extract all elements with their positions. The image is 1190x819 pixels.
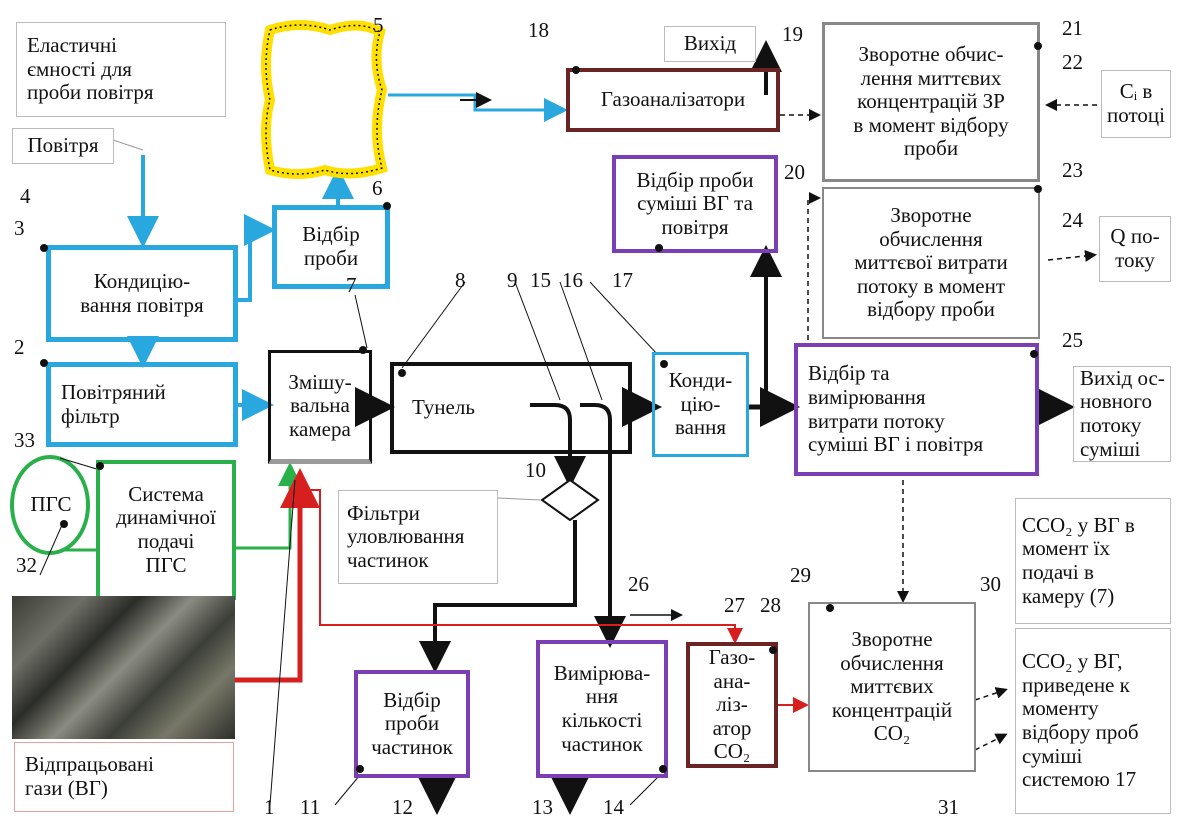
inverse-concentration-box: Зворотне обчис- лення миттєвих концентра…	[822, 22, 1040, 182]
node-dot	[1034, 42, 1042, 50]
ref-30: 30	[980, 572, 1001, 596]
ref-1: 1	[264, 795, 275, 819]
mixing-chamber-box: Змішу- вальна камера	[268, 350, 372, 464]
ref-5: 5	[373, 13, 384, 37]
ref-22: 22	[1062, 50, 1083, 74]
ref-18: 18	[528, 18, 549, 42]
ref-10: 10	[525, 458, 546, 482]
air-label: Повітря	[12, 128, 114, 164]
ref-4: 4	[20, 184, 31, 208]
ci-label: Cᵢ в потоці	[1101, 70, 1171, 138]
ref-19: 19	[782, 22, 803, 46]
ref-8: 8	[455, 268, 466, 292]
ref-17: 17	[612, 268, 633, 292]
node-dot	[383, 202, 391, 210]
node-dot	[655, 244, 663, 252]
exhaust-engine-photo	[12, 596, 235, 739]
sampling-box: Відбір проби	[272, 205, 390, 289]
exhaust-label: Відпрацьовані гази (ВГ)	[14, 742, 234, 812]
ref-21: 21	[1062, 16, 1083, 40]
ref-3: 3	[14, 216, 25, 240]
gas-analyzers-box: Газоаналізатори	[566, 68, 780, 132]
dynamic-pgs-box: Система динамічної подачі ПГС	[96, 460, 236, 600]
q-label: Q по- току	[1099, 216, 1171, 282]
air-conditioning-box: Кондицію- вання повітря	[46, 245, 238, 342]
ref-29: 29	[790, 563, 811, 587]
inverse-co2-box: Зворотне обчислення миттєвих концентраці…	[808, 602, 976, 772]
cco2-30-label: CCO₂ у ВГ в момент їх подачі в камеру (7…	[1015, 498, 1171, 624]
inverse-flow-box: Зворотне обчислення миттєвої витрати пот…	[822, 187, 1040, 339]
ref-7: 7	[346, 273, 357, 297]
pgs-label: ПГС	[30, 492, 72, 517]
co2-analyzer-box: Газо- ана- ліз- атор CO₂	[686, 642, 778, 768]
node-dot	[572, 66, 580, 74]
ref-33: 33	[14, 428, 35, 452]
node-dot	[1030, 350, 1038, 358]
ref-13: 13	[532, 795, 553, 819]
ref-26: 26	[628, 572, 649, 596]
ref-31: 31	[938, 795, 959, 819]
flow-measure-box: Відбір та вимірювання витрати потоку сум…	[794, 343, 1039, 476]
ref-14: 14	[603, 795, 624, 819]
node-dot	[96, 462, 104, 470]
ref-23: 23	[1062, 158, 1083, 182]
node-dot	[359, 346, 367, 354]
particle-count-box: Вимірюва- ння кількості частинок	[536, 640, 668, 778]
ref-25: 25	[1062, 328, 1083, 352]
ref-11: 11	[300, 795, 321, 819]
exit-label: Вихід	[664, 26, 756, 62]
node-dot	[659, 765, 667, 773]
main-exit-label: Вихід ос- новного потоку суміші	[1073, 366, 1171, 462]
particle-sampling-box: Відбір проби частинок	[354, 670, 470, 778]
node-dot	[1034, 185, 1042, 193]
ref-20: 20	[784, 160, 805, 184]
ref-15: 15	[530, 268, 551, 292]
node-dot	[40, 244, 48, 252]
tunnel-box: Тунель	[390, 362, 632, 454]
cco2-31-label: CCO₂ у ВГ, приведене к моменту відбору п…	[1015, 628, 1171, 814]
ref-6: 6	[372, 176, 383, 200]
particle-filters-label: Фільтри уловлювання частинок	[338, 490, 498, 584]
air-filter-box: Повітряний фільтр	[46, 362, 238, 447]
ref-12: 12	[392, 795, 413, 819]
node-dot	[826, 604, 834, 612]
node-dot	[356, 765, 364, 773]
node-dot	[660, 360, 668, 368]
ref-27: 27	[724, 593, 745, 617]
node-dot	[40, 359, 48, 367]
ref-28: 28	[760, 593, 781, 617]
ref-32: 32	[16, 553, 37, 577]
elastic-containers-label: Еластичні ємності для проби повітря	[16, 22, 226, 117]
ref-9: 9	[507, 268, 518, 292]
ref-16: 16	[562, 268, 583, 292]
node-dot	[398, 369, 406, 377]
node-dot	[769, 646, 777, 654]
ref-24: 24	[1062, 208, 1083, 232]
node-dot	[60, 520, 68, 528]
mixture-sample-box: Відбір проби суміші ВГ та повітря	[612, 155, 778, 253]
conditioning-box: Конди- цію- вання	[652, 352, 749, 457]
ref-2: 2	[14, 335, 25, 359]
